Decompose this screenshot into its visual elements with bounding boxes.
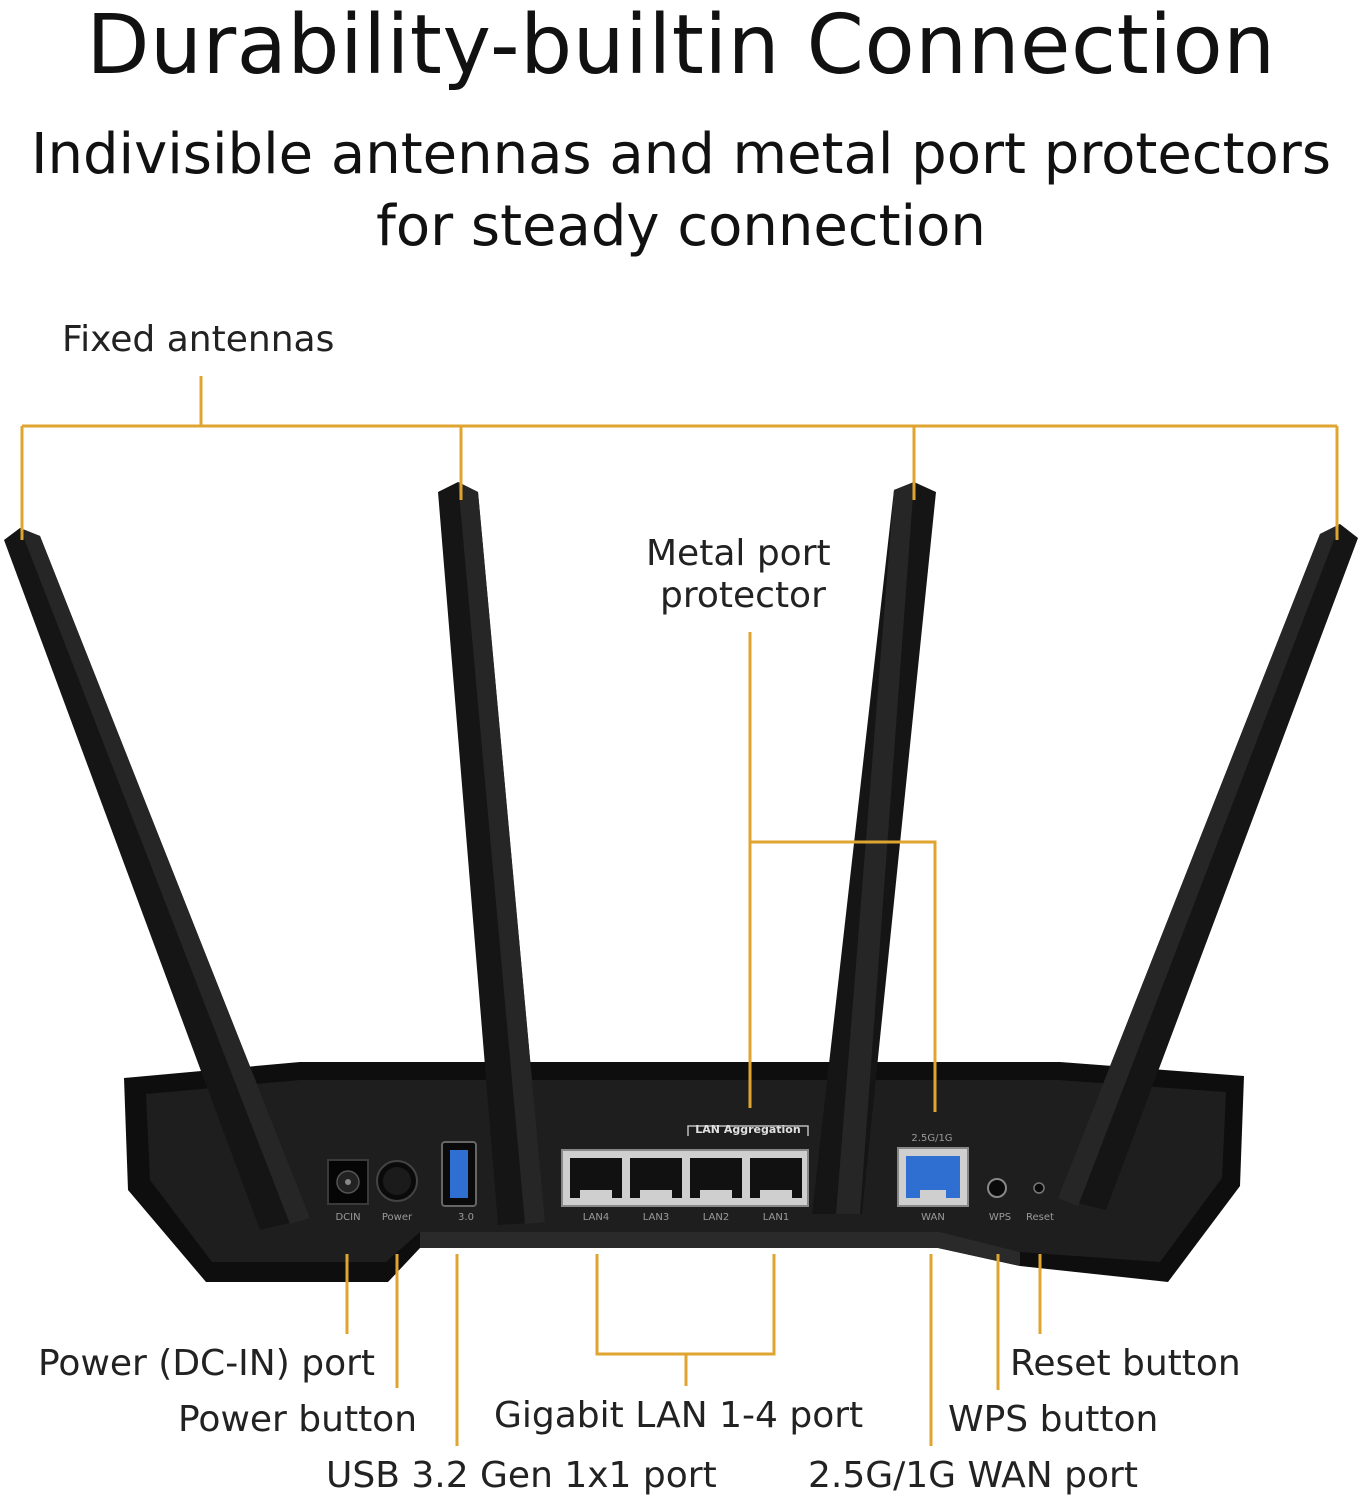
reset-button-label: Reset button (1010, 1343, 1241, 1384)
antenna-2 (438, 482, 545, 1225)
power-dcin-port-label: Power (DC-IN) port (38, 1343, 376, 1384)
power-panel-label: Power (382, 1212, 413, 1223)
fixed-antennas-label: Fixed antennas (62, 319, 335, 360)
antenna-1 (4, 528, 310, 1230)
lan2-port (690, 1158, 742, 1200)
power-button-label: Power button (178, 1399, 418, 1440)
subtitle-line-1: Indivisible antennas and metal port prot… (30, 122, 1331, 187)
power-button-graphic (376, 1160, 418, 1202)
reset-panel-label: Reset (1026, 1212, 1054, 1223)
wps-button-label: WPS button (948, 1399, 1159, 1440)
wan-speed-panel-label: 2.5G/1G (911, 1133, 952, 1144)
wps-panel-label: WPS (989, 1212, 1011, 1223)
lan-aggregation-panel-label: LAN Aggregation (695, 1123, 800, 1136)
lan2-panel-label: LAN2 (703, 1212, 729, 1223)
usb-port (441, 1141, 477, 1207)
antenna-4 (1058, 524, 1358, 1210)
wan-panel-label: WAN (921, 1212, 945, 1223)
gigabit-lan-port-label: Gigabit LAN 1-4 port (494, 1395, 864, 1436)
page-title: Durability-builtin Connection (86, 0, 1276, 93)
lan-callout (595, 1254, 776, 1356)
dcin-panel-label: DCIN (335, 1212, 360, 1223)
lan4-port (570, 1158, 622, 1200)
callout-lines (20, 376, 1339, 1446)
lan3-panel-label: LAN3 (643, 1212, 669, 1223)
dcin-port (327, 1159, 369, 1205)
wan-port (897, 1147, 969, 1207)
subtitle-line-2: for steady connection (376, 194, 986, 259)
metal-port-protector-label-line2: protector (660, 575, 826, 616)
antenna-3 (812, 482, 936, 1214)
protector-callout-branch (750, 840, 937, 1112)
lan3-port (630, 1158, 682, 1200)
lan-port-block (561, 1149, 809, 1207)
usb-port-label: USB 3.2 Gen 1x1 port (326, 1455, 717, 1496)
lan4-panel-label: LAN4 (583, 1212, 609, 1223)
usb-panel-label: 3.0 (458, 1212, 474, 1223)
wps-button-graphic (987, 1178, 1007, 1198)
lan1-port (750, 1158, 802, 1200)
lan1-panel-label: LAN1 (763, 1212, 789, 1223)
reset-button-graphic (1033, 1182, 1045, 1194)
wan-port-label: 2.5G/1G WAN port (808, 1455, 1138, 1496)
metal-port-protector-label-line1: Metal port (646, 533, 831, 574)
